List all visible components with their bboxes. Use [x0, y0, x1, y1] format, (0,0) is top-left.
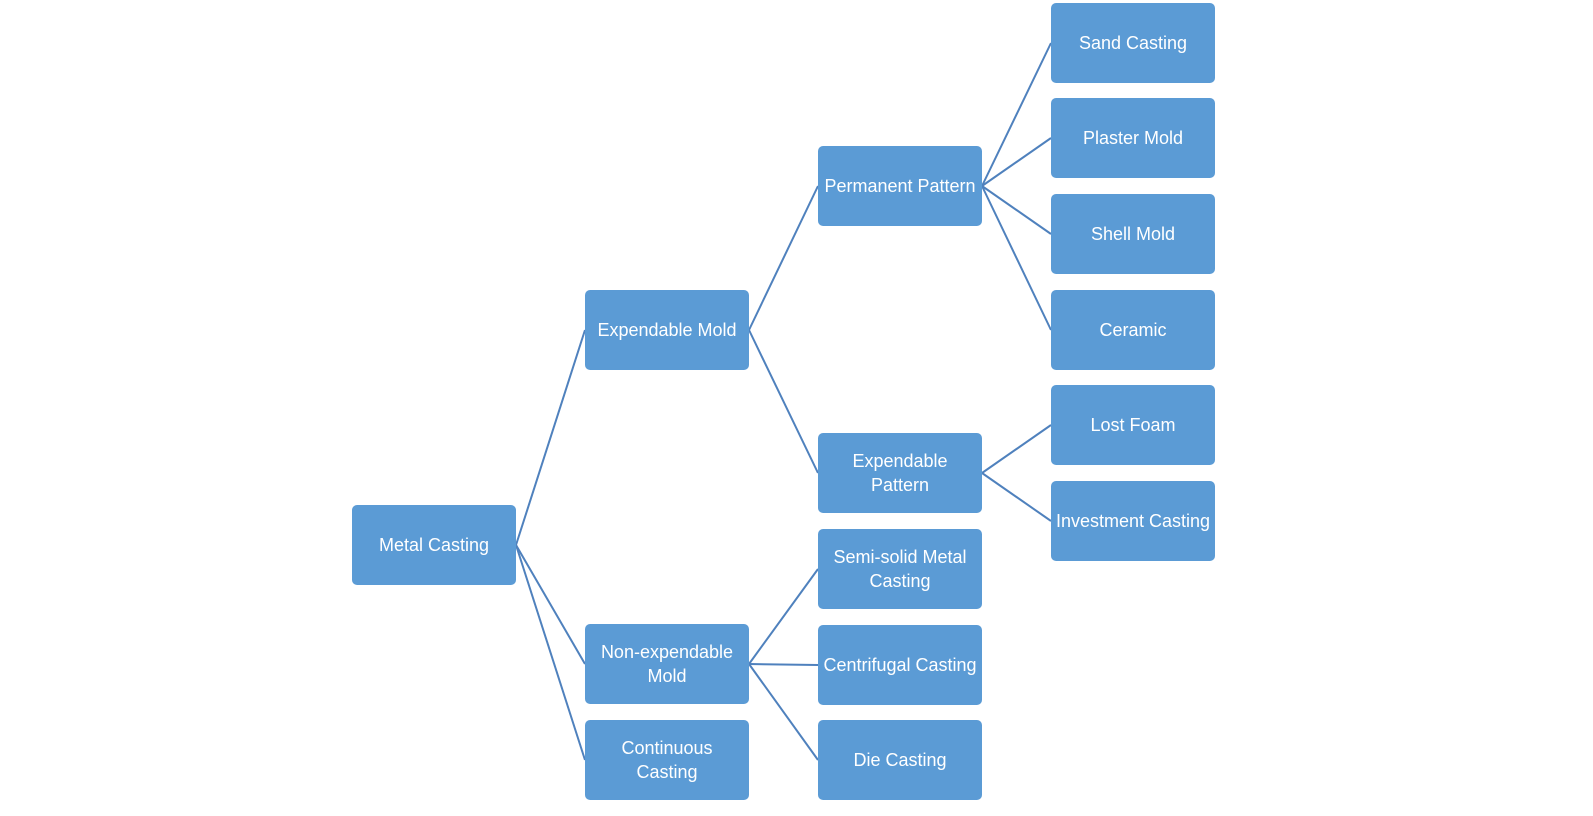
node-label: Non-expendable Mold — [600, 642, 734, 686]
node-sand-casting: Sand Casting — [1051, 3, 1215, 83]
node-label: Continuous Casting — [621, 738, 713, 782]
node-plaster-mold: Plaster Mold — [1051, 98, 1215, 178]
connector-permanent-to-plaster — [981, 137, 1052, 187]
node-label: Shell Mold — [1090, 224, 1176, 244]
node-metal-casting: Metal Casting — [352, 505, 516, 585]
node-label: Plaster Mold — [1082, 128, 1184, 148]
node-centrifugal-casting: Centrifugal Casting — [818, 625, 982, 705]
node-label: Expendable Mold — [597, 320, 737, 340]
node-non-expendable-mold: Non-expendable Mold — [585, 624, 749, 704]
connector-non-expendable-to-die — [748, 663, 819, 761]
node-expendable-mold: Expendable Mold — [585, 290, 749, 370]
node-label: Permanent Pattern — [824, 176, 976, 196]
node-label: Ceramic — [1099, 320, 1167, 340]
connector-expendable-pattern-to-lost-foam — [981, 424, 1052, 474]
node-label: Die Casting — [853, 750, 947, 770]
connector-expendable-pattern-to-investment — [981, 472, 1052, 522]
connector-metal-to-continuous — [515, 544, 586, 761]
connector-permanent-to-shell — [981, 185, 1052, 235]
node-label: Centrifugal Casting — [823, 655, 977, 675]
node-label: Semi-solid Metal Casting — [833, 547, 967, 591]
connector-permanent-to-sand — [981, 42, 1052, 187]
connector-non-expendable-to-semi-solid — [748, 568, 819, 665]
node-shell-mold: Shell Mold — [1051, 194, 1215, 274]
node-expendable-pattern: Expendable Pattern — [818, 433, 982, 513]
connector-expendable-mold-to-permanent — [748, 185, 819, 331]
node-continuous-casting: Continuous Casting — [585, 720, 749, 800]
node-label: Investment Casting — [1055, 511, 1211, 531]
connector-expendable-mold-to-expendable-pattern — [748, 329, 819, 474]
node-lost-foam: Lost Foam — [1051, 385, 1215, 465]
connector-metal-to-expendable-mold — [515, 329, 586, 546]
node-label: Sand Casting — [1078, 33, 1188, 53]
node-label: Expendable Pattern — [852, 451, 948, 495]
node-label: Lost Foam — [1090, 415, 1176, 435]
node-label: Metal Casting — [378, 535, 490, 555]
node-ceramic: Ceramic — [1051, 290, 1215, 370]
connector-metal-to-non-expendable — [515, 544, 586, 665]
node-investment-casting: Investment Casting — [1051, 481, 1215, 561]
node-permanent-pattern: Permanent Pattern — [818, 146, 982, 226]
connector-permanent-to-ceramic — [981, 185, 1052, 331]
node-die-casting: Die Casting — [818, 720, 982, 800]
connector-non-expendable-to-centrifugal — [748, 663, 819, 666]
node-semi-solid-metal-casting: Semi-solid Metal Casting — [818, 529, 982, 609]
